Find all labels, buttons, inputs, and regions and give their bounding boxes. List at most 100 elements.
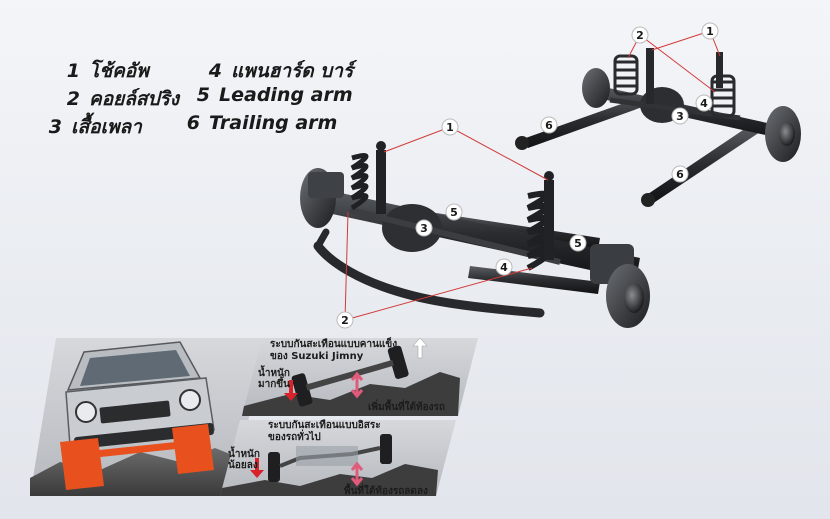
callout-badges: 1 1 2 2 3 3 4	[336, 22, 719, 329]
jimny-vehicle	[60, 341, 215, 490]
independent-title-line1: ระบบกันสะเทือนแบบอิสระ	[268, 419, 381, 431]
rear-trailing-arm-right	[645, 124, 760, 204]
legend-number: 1	[66, 60, 80, 82]
jimny-front-view-panel	[30, 338, 262, 496]
wheel-left	[268, 452, 280, 482]
callout-3-rear: 3	[671, 107, 689, 125]
legend-number: 6	[186, 112, 200, 134]
rear-shock-absorber-right	[716, 52, 723, 88]
svg-text:3: 3	[420, 222, 428, 235]
svg-text:6: 6	[676, 168, 684, 181]
svg-text:1: 1	[446, 121, 454, 134]
svg-text:2: 2	[341, 314, 349, 327]
legend-label: Trailing arm	[209, 112, 338, 134]
jimny-grille	[99, 400, 171, 424]
independent-weight-line1: น้ำหนัก	[228, 446, 260, 460]
terrain	[220, 464, 438, 496]
legend-label: คอยล์สปริง	[89, 88, 180, 110]
rear-trailing-arm-left	[520, 92, 662, 148]
legend-label: แพนฮาร์ด บาร์	[231, 60, 354, 82]
legend-item-leading-arm: 5 Leading arm	[188, 84, 353, 106]
front-shock-absorber-left	[376, 150, 386, 214]
chassis-body	[296, 446, 358, 466]
rear-coil-spring-left	[613, 54, 639, 96]
legend-number: 2	[66, 88, 80, 110]
solid-axle-beam	[305, 359, 394, 391]
shock-mount	[376, 141, 386, 151]
down-arrow-icon	[284, 380, 298, 401]
svg-text:5: 5	[450, 206, 458, 219]
rigid-axle-panel: ระบบกันสะเทือนแบบคานแข็ง ของ Suzuki Jimn…	[242, 336, 478, 416]
legend-item-axle-housing: 3 เสื้อเพลา	[40, 112, 142, 142]
rigid-weight-line1: น้ำหนัก	[258, 365, 290, 379]
rear-hub-left	[582, 68, 610, 108]
terrain	[242, 372, 460, 416]
rear-shock-absorber-left	[646, 48, 654, 104]
front-coil-spring-right	[526, 190, 550, 271]
front-coil-spring-left	[350, 153, 369, 211]
callout-3-front: 3	[415, 219, 433, 237]
wheel-left	[291, 373, 313, 407]
legend-number: 3	[48, 116, 62, 138]
jimny-headlight-right	[179, 389, 201, 411]
svg-text:3: 3	[676, 110, 684, 123]
jimny-windshield	[80, 350, 190, 386]
callout-4-front: 4	[495, 258, 513, 276]
callout-6-rear-b: 6	[671, 165, 689, 183]
wheel-right	[387, 345, 409, 379]
callout-2-front: 2	[336, 311, 354, 329]
callout-6-rear-a: 6	[540, 116, 558, 134]
svg-text:6: 6	[545, 119, 553, 132]
callout-1-front: 1	[441, 118, 459, 136]
legend-item-shock-absorber: 1 โช้คอัพ	[58, 56, 149, 86]
rigid-axle-model	[291, 345, 409, 407]
front-panhard-bar	[349, 207, 561, 265]
jimny-tire-left-highlight	[60, 438, 104, 490]
clearance-arrow-icon	[350, 461, 364, 487]
legend-label: เสื้อเพลา	[71, 116, 142, 138]
callout-5-front-a: 5	[445, 203, 463, 221]
rigid-clearance-label: เพิ่มพื้นที่ใต้ท้องรถ	[368, 399, 445, 413]
stabilizer-link	[314, 228, 330, 250]
callout-lines	[344, 30, 721, 321]
down-arrow-icon	[250, 458, 264, 478]
up-arrow-icon	[412, 337, 428, 359]
rigid-title-line1: ระบบกันสะเทือนแบบคานแข็ง	[270, 336, 397, 350]
independent-clearance-label: พื้นที่ใต้ท้องรถลดลง	[344, 483, 428, 497]
front-hub-cap	[624, 283, 644, 313]
independent-title-line2: ของรถทั่วไป	[268, 429, 321, 443]
clearance-arrow-icon	[350, 371, 364, 399]
legend-label: Leading arm	[219, 84, 353, 106]
rear-hub-cap	[779, 122, 795, 146]
wheel-right	[380, 434, 392, 464]
jimny-tire-right-highlight	[172, 424, 214, 474]
svg-text:1: 1	[706, 25, 714, 38]
trailing-arm-bushing	[641, 193, 655, 207]
shock-mount	[544, 171, 554, 181]
rear-axle-assembly	[515, 48, 801, 207]
legend-item-coil-spring: 2 คอยล์สปริง	[58, 84, 179, 114]
front-axle-assembly	[300, 141, 650, 328]
rigid-weight-line2: มากขึ้น	[258, 376, 290, 390]
legend-number: 5	[196, 84, 210, 106]
svg-text:4: 4	[500, 261, 508, 274]
svg-text:2: 2	[636, 29, 644, 42]
front-shock-absorber-right	[544, 180, 554, 260]
callout-1-rear: 1	[701, 22, 719, 40]
callout-4-rear: 4	[695, 94, 713, 112]
svg-text:4: 4	[700, 97, 708, 110]
trailing-arm-bushing	[515, 136, 529, 150]
rigid-title-line2: ของ Suzuki Jimny	[270, 351, 364, 362]
jimny-headlight-left	[75, 401, 97, 423]
independent-weight-line2: น้อยลง	[228, 459, 258, 471]
legend-item-trailing-arm: 6 Trailing arm	[178, 112, 338, 134]
stabilizer-bar	[313, 241, 545, 318]
callout-2-rear: 2	[631, 26, 649, 44]
legend-number: 4	[208, 60, 222, 82]
callout-5-front-b: 5	[569, 234, 587, 252]
legend-item-panhard-bar: 4 แพนฮาร์ด บาร์	[200, 56, 353, 86]
svg-text:5: 5	[574, 237, 582, 250]
independent-suspension-panel: ระบบกันสะเทือนแบบอิสระ ของรถทั่วไป น้ำหน…	[220, 419, 456, 497]
